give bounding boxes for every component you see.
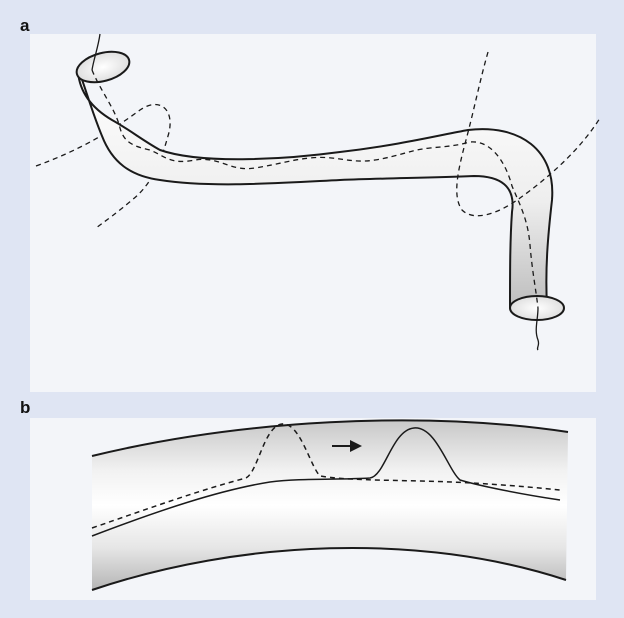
figure-frame: a b — [0, 0, 624, 618]
figure-illustration — [0, 0, 624, 618]
